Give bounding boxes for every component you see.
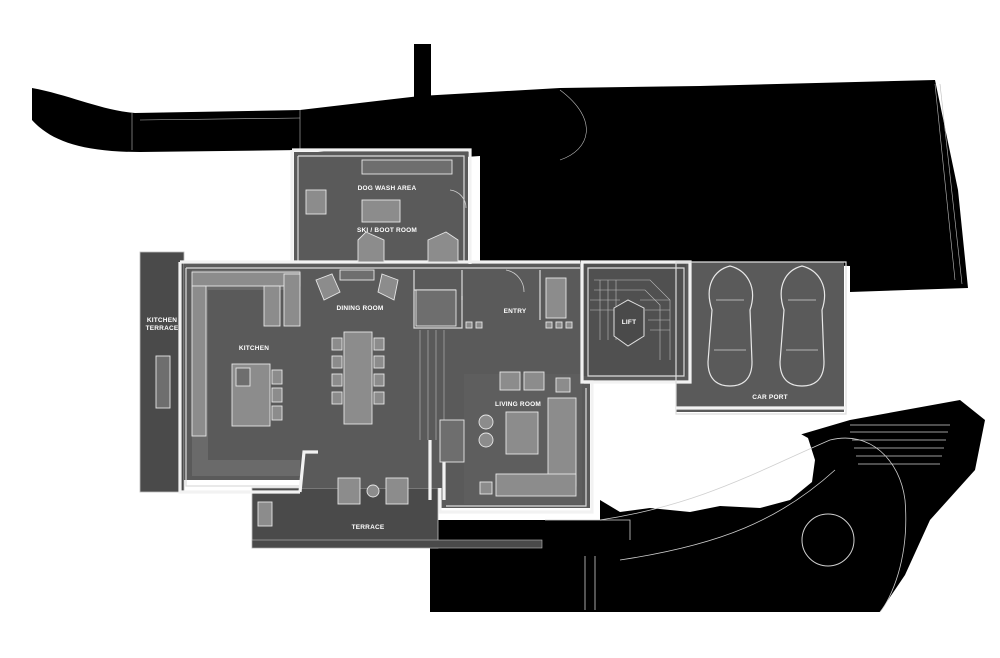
kitchen-furniture: [191, 271, 301, 437]
access-road: [32, 80, 968, 292]
terrace-floor-edge: [251, 539, 543, 549]
label-terrace: TERRACE: [352, 524, 385, 531]
entry-furniture: [415, 269, 573, 329]
lift-shaft: [613, 299, 645, 347]
label-kitchen-terrace-2: TERRACE: [146, 325, 179, 332]
label-living: LIVING ROOM: [495, 401, 541, 408]
label-dining: DINING ROOM: [337, 305, 384, 312]
car-2: [779, 265, 826, 387]
dining-furniture: [315, 269, 399, 425]
car-port-floor: [676, 262, 844, 412]
lawn-area: [596, 422, 815, 512]
road-markings: [131, 83, 963, 285]
label-lift: LIFT: [622, 319, 637, 326]
terrace-furniture: [257, 477, 409, 527]
label-kitchen-terrace-1: KITCHEN: [147, 317, 177, 324]
label-entry: ENTRY: [504, 308, 527, 315]
living-furniture: [439, 371, 577, 497]
label-kitchen: KITCHEN: [239, 345, 269, 352]
turning-circle: [801, 513, 855, 567]
corridor-lines: [419, 330, 445, 440]
lower-left-ground: [430, 545, 470, 612]
car-1: [707, 265, 754, 387]
label-dog-wash: DOG WASH AREA: [358, 185, 417, 192]
room-labels: DOG WASH AREA SKI / BOOT ROOM KITCHEN TE…: [146, 185, 788, 531]
kitchen-terrace-bench: [155, 355, 171, 409]
driveway-curve: [545, 437, 907, 613]
pylon: [414, 44, 431, 100]
label-ski-boot: SKI / BOOT ROOM: [357, 227, 417, 234]
exterior-steps: [850, 424, 950, 465]
label-car-port: CAR PORT: [752, 394, 788, 401]
ski-room-furniture: [305, 159, 467, 263]
